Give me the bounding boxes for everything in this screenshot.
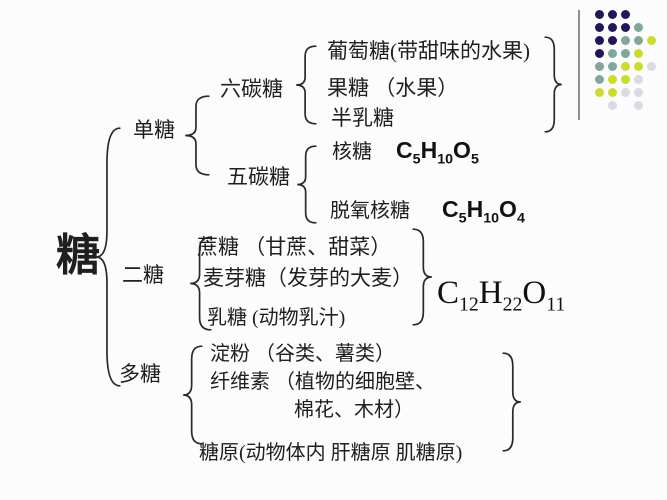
dot	[634, 36, 643, 45]
dot	[647, 36, 656, 45]
brace-hexose-close	[544, 36, 563, 133]
dot	[595, 49, 604, 58]
dot	[621, 75, 630, 84]
dot	[608, 62, 617, 71]
dot-empty	[647, 101, 656, 110]
brace-polysaccharide-close	[502, 352, 522, 452]
dot	[595, 23, 604, 32]
dot-empty	[621, 101, 630, 110]
dot-empty	[647, 75, 656, 84]
root-node-sugar: 糖	[56, 231, 101, 280]
dot-empty	[647, 88, 656, 97]
brace-monosaccharide	[184, 95, 210, 176]
dot	[595, 36, 604, 45]
leaf-glycogen: 糖原(动物体内 肝糖原 肌糖原)	[199, 442, 463, 464]
dot	[621, 88, 630, 97]
dot	[608, 101, 617, 110]
dot	[595, 10, 604, 19]
dot	[634, 49, 643, 58]
disaccharide-formula: C12H22O11	[437, 275, 566, 316]
dot	[608, 23, 617, 32]
dot	[595, 75, 604, 84]
leaf-maltose: 麦芽糖（发芽的大麦）	[203, 266, 413, 290]
dot	[634, 88, 643, 97]
leaf-cellulose: 纤维素 （植物的细胞壁、	[210, 371, 435, 393]
brace-polysaccharide-open	[182, 345, 203, 445]
brace-pentose-open	[296, 145, 317, 224]
dot-empty	[647, 23, 656, 32]
dot	[595, 88, 604, 97]
leaf-fructose: 果糖 （水果）	[327, 76, 459, 100]
dot	[621, 36, 630, 45]
brace-main	[95, 127, 121, 387]
dot	[595, 62, 604, 71]
node-polysaccharide: 多糖	[119, 362, 161, 386]
dot-empty	[634, 10, 643, 19]
leaf-ribose: 核糖	[332, 141, 372, 163]
node-monosaccharide: 单糖	[133, 118, 175, 142]
dot	[647, 62, 656, 71]
dot	[621, 23, 630, 32]
dot	[634, 23, 643, 32]
dot	[634, 75, 643, 84]
ribose-formula: C5H10O5	[396, 137, 479, 168]
brace-hexose-open	[295, 45, 317, 125]
dot-empty	[647, 49, 656, 58]
dot-empty	[647, 10, 656, 19]
dot	[608, 49, 617, 58]
node-hexose: 六碳糖	[220, 77, 283, 101]
dot	[621, 62, 630, 71]
dot	[634, 62, 643, 71]
brace-disaccharide-close	[412, 228, 433, 326]
leaf-starch: 淀粉 （谷类、薯类）	[210, 343, 395, 365]
dot	[608, 10, 617, 19]
dot	[621, 10, 630, 19]
slide-dot-decoration	[593, 8, 658, 112]
dot-empty	[595, 101, 604, 110]
leaf-sucrose: 蔗糖 （甘蔗、甜菜）	[197, 235, 392, 259]
dot	[634, 101, 643, 110]
slide-divider-line	[578, 10, 580, 120]
node-pentose: 五碳糖	[227, 165, 290, 189]
dot	[608, 88, 617, 97]
dot	[608, 36, 617, 45]
node-disaccharide: 二糖	[122, 263, 164, 287]
dot	[621, 49, 630, 58]
dot	[608, 75, 617, 84]
leaf-lactose: 乳糖 (动物乳汁)	[207, 307, 346, 329]
leaf-deoxyribose: 脱氧核糖	[330, 200, 410, 222]
leaf-cellulose-cont: 棉花、木材）	[294, 399, 414, 421]
leaf-galactose: 半乳糖	[331, 106, 394, 130]
leaf-glucose: 葡萄糖(带甜味的水果)	[327, 39, 530, 63]
brace-disaccharide-open	[189, 236, 212, 331]
deoxyribose-formula: C5H10O4	[442, 196, 525, 227]
